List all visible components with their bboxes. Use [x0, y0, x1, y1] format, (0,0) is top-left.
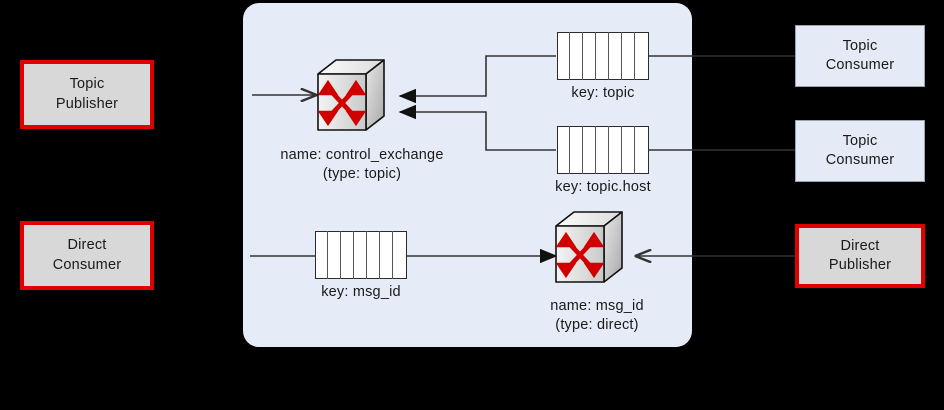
endpoint-topic-consumer-2-label: Topic Consumer: [825, 132, 895, 168]
queue-cell-divider: [607, 126, 610, 174]
exchange-msg-id[interactable]: [553, 210, 625, 288]
queue-cell-divider: [326, 231, 329, 279]
queue-cell-divider: [568, 32, 571, 80]
queue-topic-host-label: key: topic.host: [555, 179, 651, 195]
queue-cell-divider: [339, 231, 342, 279]
queue-msg-id-label: key: msg_id: [321, 284, 401, 300]
queue-cell-divider: [594, 32, 597, 80]
wire-topic-queue-to-exchange: [398, 55, 556, 104]
queue-cell-divider: [607, 32, 610, 80]
queue-cell-divider: [581, 32, 584, 80]
queue-topic-label: key: topic: [571, 85, 635, 101]
queue-cell-divider: [378, 231, 381, 279]
exchange-control-exchange-label: name: control_exchange (type: topic): [280, 147, 444, 183]
exchange-switch-icon: [317, 59, 385, 131]
queue-topic-host[interactable]: [557, 126, 649, 174]
queue-cell-divider: [391, 231, 394, 279]
endpoint-direct-consumer-label: Direct Consumer: [52, 237, 122, 273]
endpoint-direct-publisher-label: Direct Publisher: [828, 237, 892, 273]
wire-topic-host-queue-to-exchange: [398, 104, 556, 151]
queue-cell-divider: [365, 231, 368, 279]
endpoint-topic-publisher-label: Topic Publisher: [55, 76, 119, 112]
queue-cell-divider: [581, 126, 584, 174]
queue-cell-divider: [633, 126, 636, 174]
endpoint-topic-consumer-2[interactable]: Topic Consumer: [795, 120, 925, 182]
queue-cell-divider: [620, 32, 623, 80]
endpoint-topic-publisher[interactable]: Topic Publisher: [20, 60, 154, 129]
queue-msg-id[interactable]: [315, 231, 407, 279]
endpoint-topic-consumer-1[interactable]: Topic Consumer: [795, 25, 925, 87]
exchange-msg-id-label: name: msg_id (type: direct): [550, 298, 644, 334]
exchange-control-exchange[interactable]: [315, 58, 387, 136]
endpoint-direct-consumer[interactable]: Direct Consumer: [20, 221, 154, 290]
queue-cell-divider: [620, 126, 623, 174]
queue-topic-body: [557, 32, 649, 80]
queue-cell-divider: [352, 231, 355, 279]
exchange-switch-icon: [555, 211, 623, 283]
endpoint-direct-publisher[interactable]: Direct Publisher: [795, 224, 925, 288]
endpoint-topic-consumer-1-label: Topic Consumer: [825, 37, 895, 73]
queue-cell-divider: [633, 32, 636, 80]
queue-cell-divider: [568, 126, 571, 174]
queue-topic[interactable]: [557, 32, 649, 80]
queue-topic-host-body: [557, 126, 649, 174]
queue-msg-id-body: [315, 231, 407, 279]
queue-cell-divider: [594, 126, 597, 174]
